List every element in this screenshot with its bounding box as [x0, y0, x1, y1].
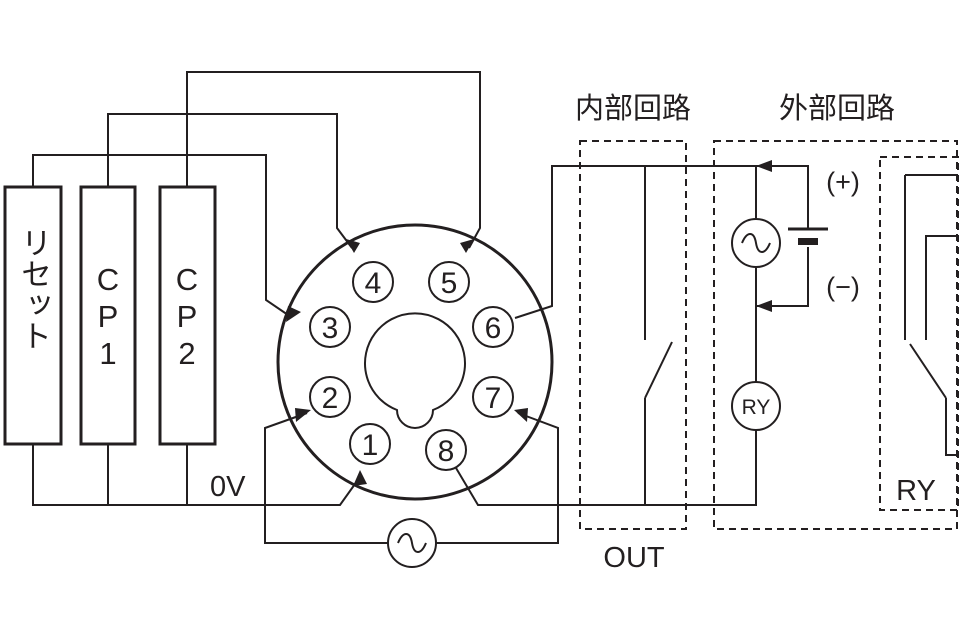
ry-coil-symbol [731, 381, 781, 431]
pin-1: 1 [349, 423, 391, 465]
arrow-pin2 [295, 408, 311, 422]
svg-text:2: 2 [322, 382, 339, 415]
cp2-label: C P 2 [176, 262, 198, 371]
cp1-label: C P 1 [97, 262, 119, 371]
svg-text:5: 5 [441, 267, 458, 300]
minus-label: (−) [826, 272, 860, 302]
ac-wire-pin7 [436, 412, 559, 544]
svg-text:4: 4 [365, 267, 382, 300]
internal-circuit-label: 内部回路 [575, 91, 691, 125]
svg-text:3: 3 [322, 312, 339, 345]
ry-contact-blade [909, 343, 947, 399]
arrow-dc-minus [756, 300, 772, 312]
socket-key-hole [364, 312, 466, 429]
arrow-dc-plus [756, 160, 772, 172]
plus-label: (+) [826, 167, 860, 197]
zero-v-label: 0V [210, 471, 246, 503]
ry-contact-box [879, 156, 959, 511]
arrow-pin7 [514, 408, 528, 422]
ry-contact-right-lead [925, 235, 958, 340]
battery-wire-plus [756, 165, 809, 228]
ac-wire-pin2 [264, 412, 388, 544]
ry-coil-label: RY [742, 396, 771, 419]
external-circuit-label: 外部回路 [779, 91, 895, 125]
pin-7: 7 [472, 376, 514, 418]
ext-ac-wave-icon [741, 233, 771, 253]
ext-wire-bottom [645, 430, 757, 506]
ry-contact-bottom-lead [945, 398, 958, 456]
svg-text:P: P [98, 299, 119, 334]
out-wire-pin6 [514, 165, 646, 340]
cp2-wire-to-pin5 [186, 71, 481, 249]
ry-contact-label: RY [896, 475, 936, 507]
battery-wire-minus [756, 247, 809, 307]
pin-3: 3 [309, 306, 351, 348]
ext-wire-top [645, 165, 757, 218]
pin-4: 4 [352, 261, 394, 303]
pin-6: 6 [472, 306, 514, 348]
svg-text:7: 7 [485, 382, 502, 415]
socket-outline [276, 223, 554, 501]
cp1-wire-to-pin4 [107, 113, 353, 249]
svg-text:C: C [97, 262, 119, 297]
svg-text:C: C [176, 262, 198, 297]
pin-2: 2 [309, 376, 351, 418]
arrow-pin5 [460, 239, 474, 253]
out-wire-pin8 [455, 398, 646, 506]
battery-plate-short [798, 238, 818, 245]
svg-text:1: 1 [99, 336, 116, 371]
reset-wire-to-pin3 [32, 154, 292, 318]
pin-5: 5 [428, 261, 470, 303]
out-label: OUT [603, 542, 665, 574]
pin-8: 8 [425, 429, 467, 471]
out-contact [644, 341, 673, 399]
arrow-pin1 [353, 470, 367, 486]
svg-text:1: 1 [362, 429, 379, 462]
svg-text:2: 2 [178, 336, 195, 371]
svg-text:8: 8 [438, 435, 455, 468]
reset-label: リセット [15, 227, 51, 351]
svg-text:P: P [177, 299, 198, 334]
ac-wave-icon [397, 533, 427, 553]
internal-circuit-box [579, 140, 687, 530]
svg-text:6: 6 [485, 312, 502, 345]
external-circuit-box [713, 140, 958, 530]
